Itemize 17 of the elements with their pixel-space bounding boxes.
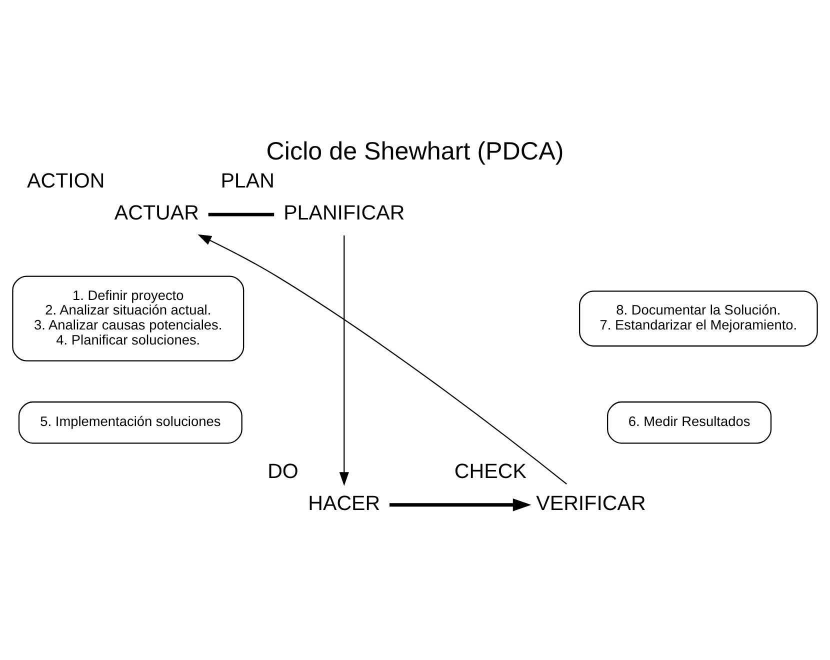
arrow: [198, 234, 568, 484]
node-text: ACTUAR: [114, 202, 199, 225]
arrow: [389, 498, 532, 512]
node-text: HACER: [308, 492, 380, 515]
connector: [208, 212, 274, 216]
node-box: 1. Definir proyecto 2. Analizar situación actual. 3. Analizar causas potenciales. 4. Planificar soluciones.: [12, 276, 244, 362]
node-text: VERIFICAR: [536, 492, 646, 515]
arrow: [339, 236, 349, 486]
node-label: DO: [268, 460, 298, 483]
node-text: PLANIFICAR: [284, 202, 405, 225]
node-box: 6. Medir Resultados: [607, 401, 772, 444]
node-label: ACTION: [27, 170, 105, 193]
node-box: 5. Implementación soluciones: [18, 401, 242, 444]
node-label: CHECK: [454, 460, 526, 483]
node-label: PLAN: [220, 170, 274, 193]
node-box: 8. Documentar la Solución. 7. Estandarizar el Mejoramiento.: [579, 290, 818, 347]
diagram-title: Ciclo de Shewhart (PDCA): [266, 137, 564, 166]
